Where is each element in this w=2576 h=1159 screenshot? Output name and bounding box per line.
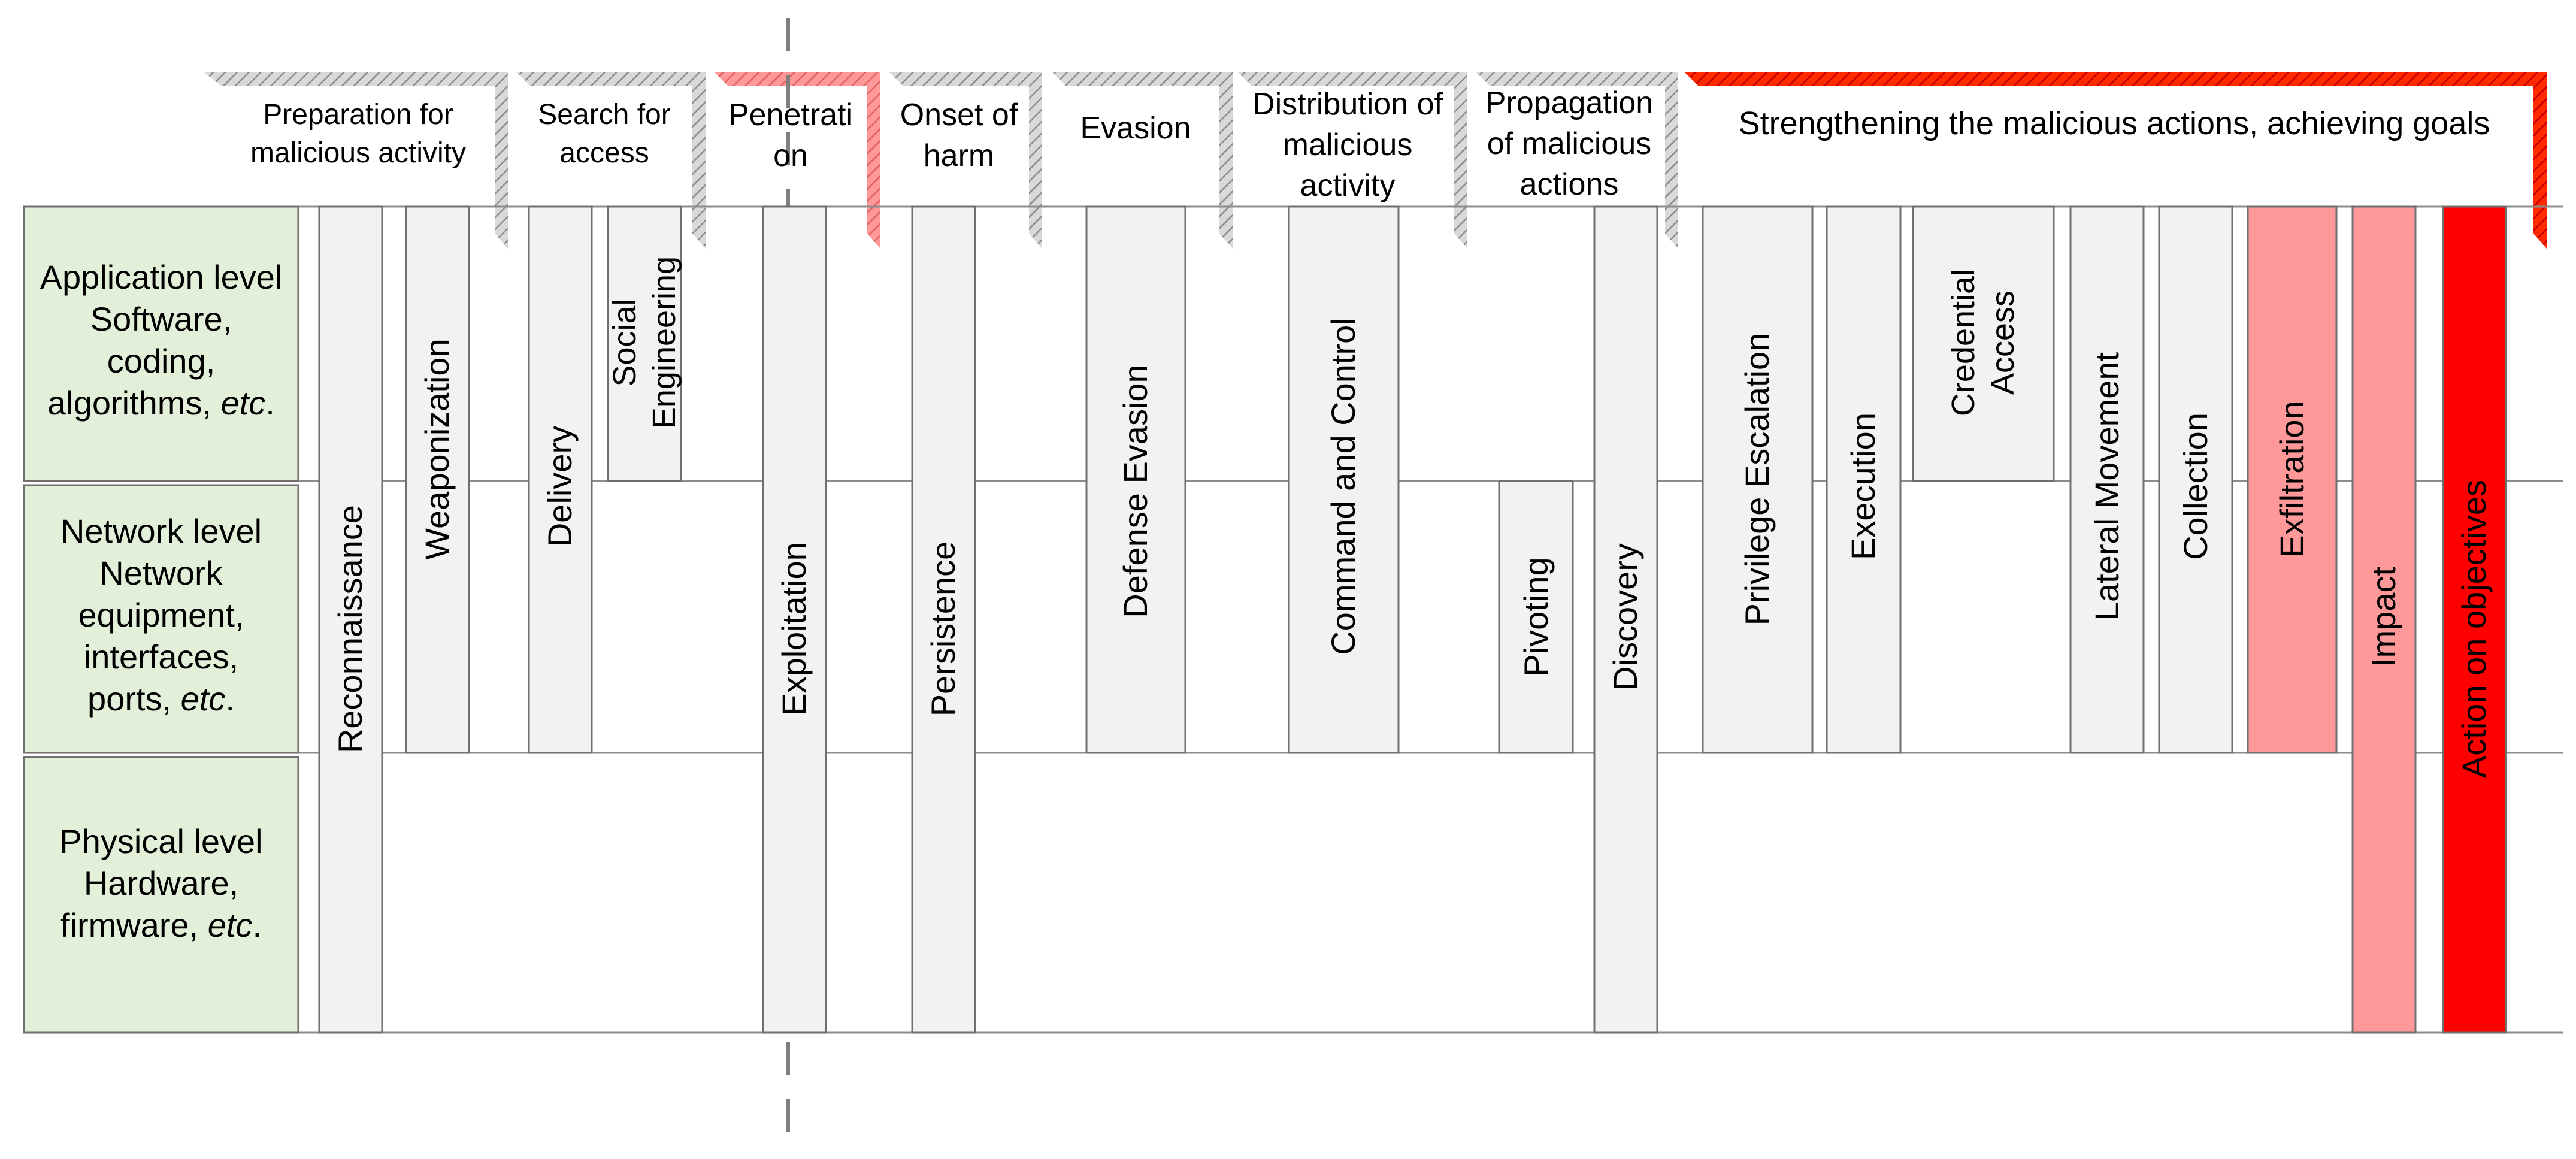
tactic-label-execution: Execution xyxy=(1844,413,1882,560)
level-label-application: Application level Software, coding, algo… xyxy=(40,258,283,422)
col-defense-evasion xyxy=(1085,205,1186,754)
col-lateral-movement xyxy=(2069,205,2145,754)
col-privilege-escalation xyxy=(1702,205,1814,754)
tactic-label-command-control: Command and Control xyxy=(1324,317,1362,655)
tactic-label-lateral-movement: Lateral Movement xyxy=(2088,352,2126,621)
col-delivery xyxy=(528,205,593,754)
level-box-network xyxy=(23,484,299,754)
col-persistence xyxy=(911,205,976,1034)
level-boxes xyxy=(23,205,299,1034)
col-exfiltration xyxy=(2247,205,2338,754)
col-collection xyxy=(2158,205,2233,754)
tactic-label-privilege-escalation: Privilege Escalation xyxy=(1738,332,1776,626)
level-box-application xyxy=(23,205,299,482)
col-reconnaissance xyxy=(318,205,383,1034)
tactic-columns xyxy=(318,205,2507,1034)
phase-label-strengthening: Strengthening the malicious actions, ach… xyxy=(1738,105,2490,141)
tactic-label-discovery: Discovery xyxy=(1606,543,1644,691)
tactic-label-action-objectives: Action on objectives xyxy=(2455,479,2493,779)
col-action-objectives xyxy=(2442,205,2507,1034)
level-label-network: Network level Network equipment, interfa… xyxy=(60,512,262,718)
col-credential-access xyxy=(1912,205,2055,482)
col-exploitation xyxy=(762,205,827,1034)
tactic-label-pivoting: Pivoting xyxy=(1517,557,1555,677)
col-execution xyxy=(1826,205,1902,754)
tactic-label-exfiltration: Exfiltration xyxy=(2273,401,2311,558)
level-label-physical: Physical level Hardware, firmware, etc. xyxy=(59,822,263,944)
tactic-label-reconnaissance: Reconnaissance xyxy=(331,504,369,753)
tactic-label-collection: Collection xyxy=(2177,413,2214,560)
col-pivoting xyxy=(1498,480,1574,754)
tactic-label-weaponization: Weaponization xyxy=(418,338,456,560)
col-discovery xyxy=(1593,205,1658,1034)
phase-label-evasion: Evasion xyxy=(1080,111,1191,146)
level-box-physical xyxy=(23,756,299,1034)
tactic-label-exploitation: Exploitation xyxy=(775,542,813,716)
tactic-label-persistence: Persistence xyxy=(924,541,962,717)
col-impact xyxy=(2351,205,2417,1034)
col-weaponization xyxy=(405,205,470,754)
tactic-label-impact: Impact xyxy=(2365,566,2402,668)
tactic-label-defense-evasion: Defense Evasion xyxy=(1116,364,1154,618)
col-command-control xyxy=(1288,205,1400,754)
tactic-label-delivery: Delivery xyxy=(541,425,579,547)
col-social-engineering xyxy=(607,205,682,482)
